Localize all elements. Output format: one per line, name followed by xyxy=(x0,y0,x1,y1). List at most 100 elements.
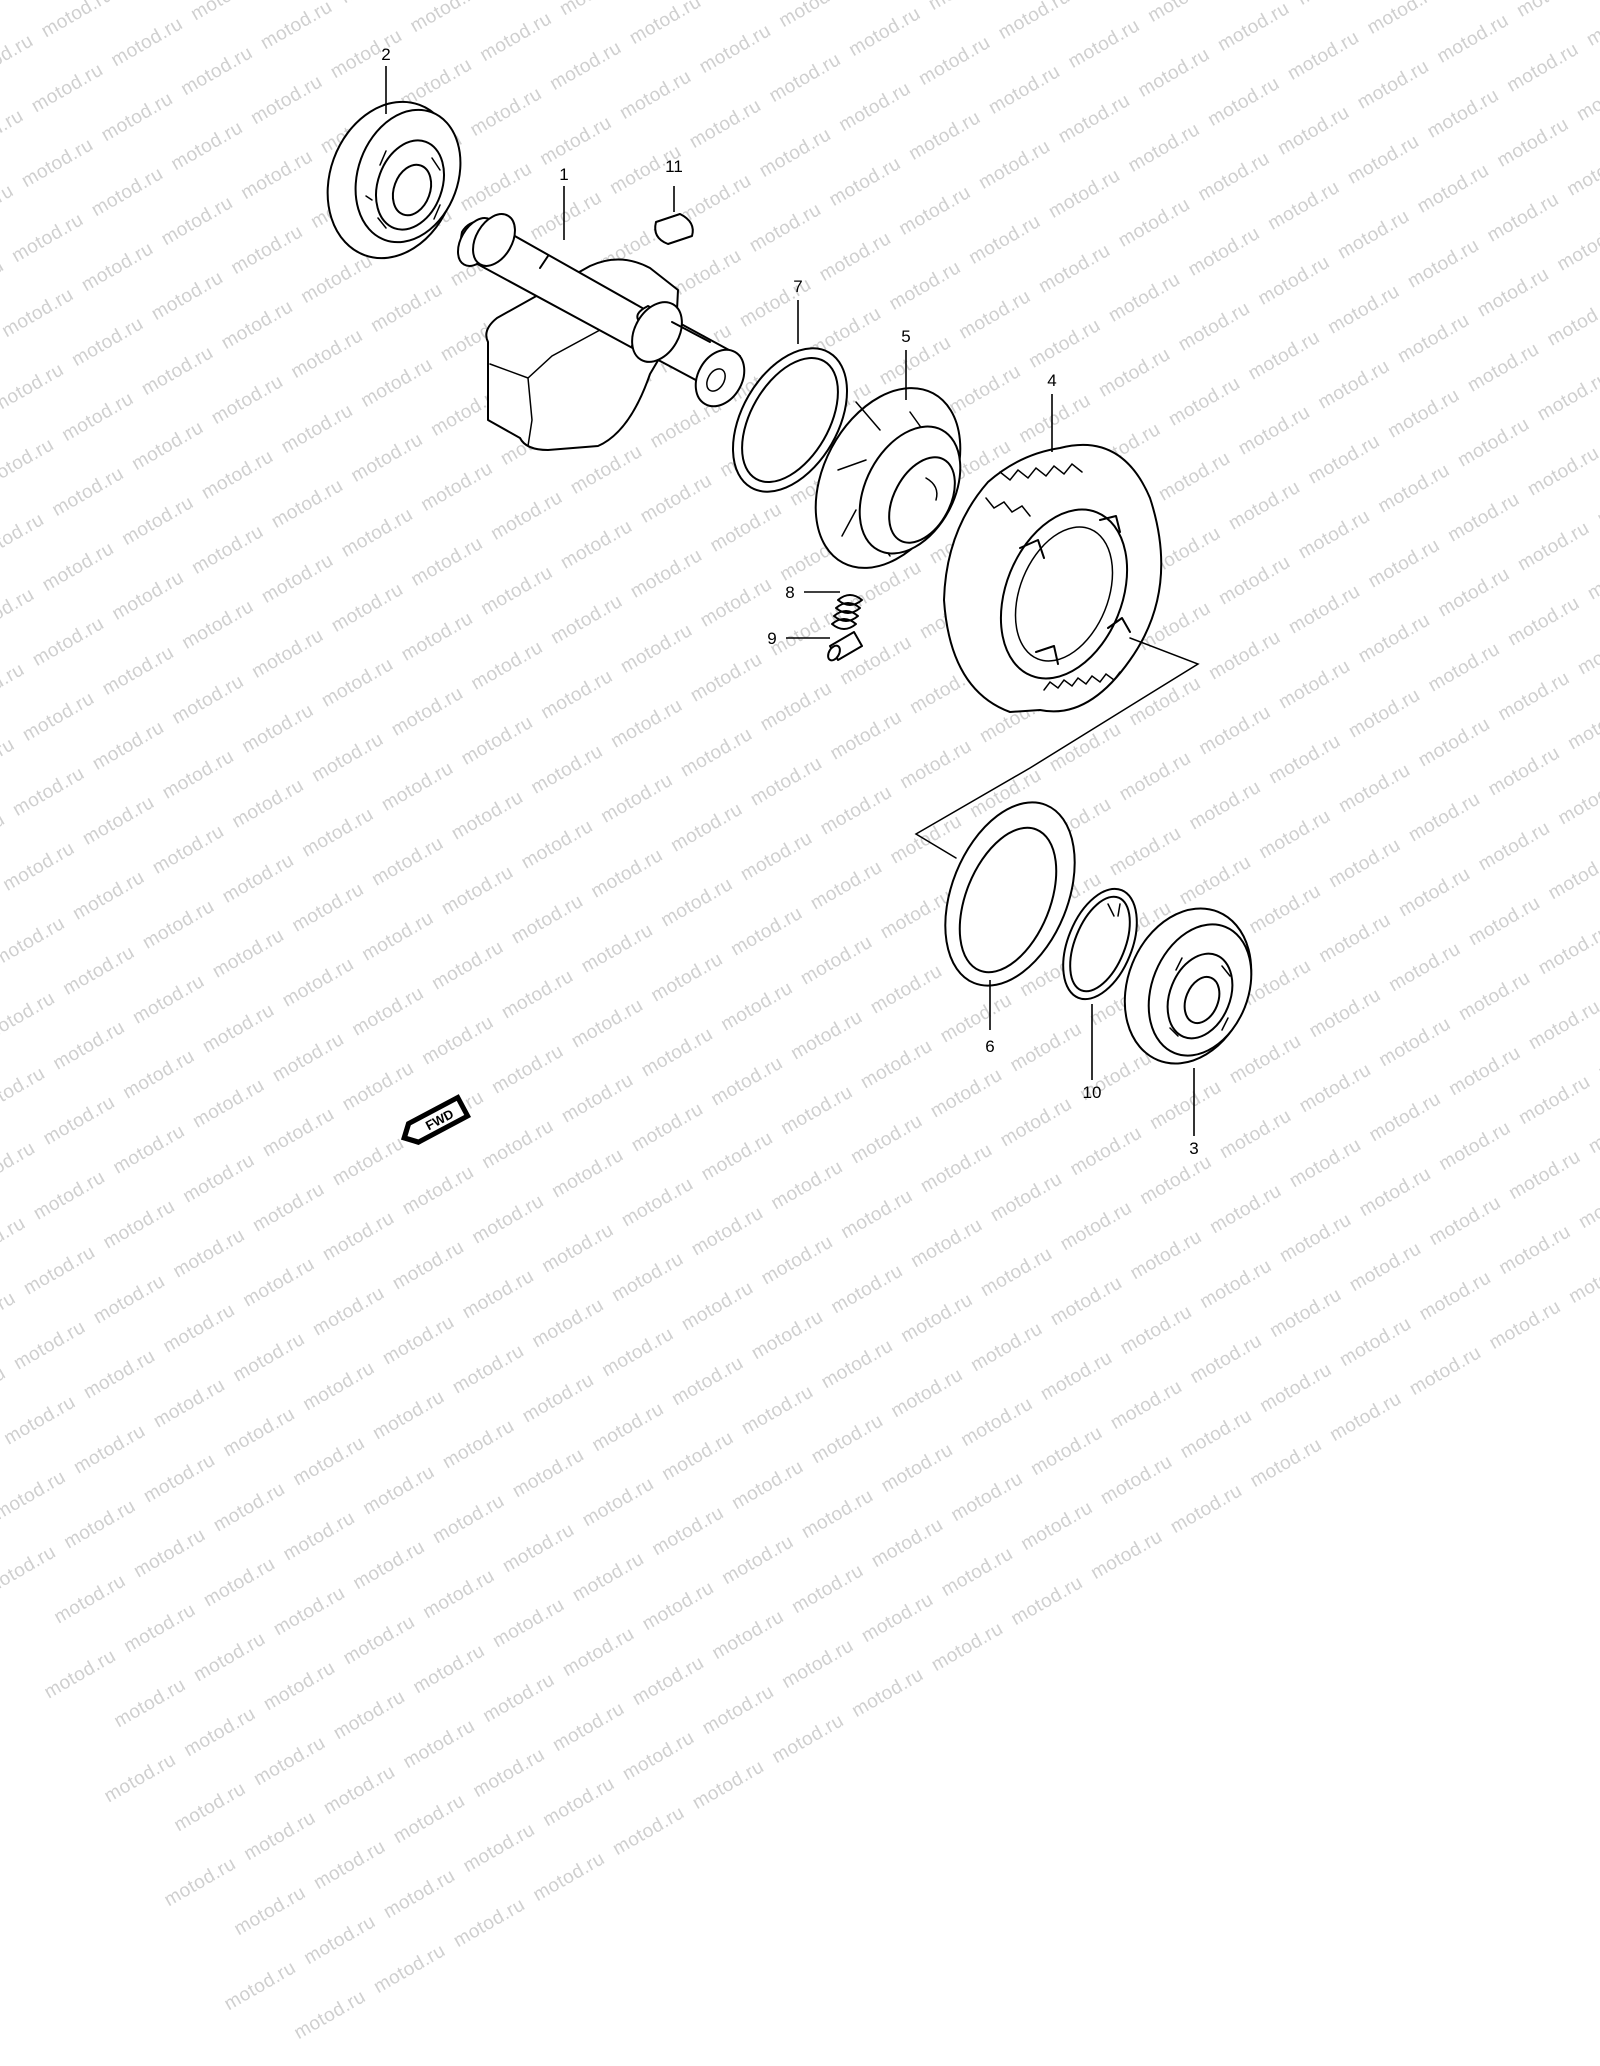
watermark-text: motod.ru xyxy=(100,1196,179,1255)
watermark-text: motod.ru xyxy=(699,1681,778,1740)
watermark-text: motod.ru xyxy=(1257,1359,1336,1418)
watermark-text: motod.ru xyxy=(649,1502,728,1561)
watermark-text: motod.ru xyxy=(320,1761,399,1820)
watermark-text: motod.ru xyxy=(769,1710,848,1769)
watermark-text: motod.ru xyxy=(1107,1376,1186,1435)
watermark-text: motod.ru xyxy=(1097,1451,1176,1510)
callout-4: 4 xyxy=(1047,371,1056,390)
watermark-text: motod.ru xyxy=(748,1306,827,1365)
watermark-text: motod.ru xyxy=(848,1664,927,1723)
watermark-text: motod.ru xyxy=(778,1635,857,1694)
pin[interactable] xyxy=(826,632,862,662)
callout-8: 8 xyxy=(785,583,794,602)
watermark-text: motod.ru xyxy=(928,1618,1007,1677)
callout-3: 3 xyxy=(1189,1139,1198,1158)
watermark-text: motod.ru xyxy=(51,1571,130,1630)
watermark-text: motod.ru xyxy=(1276,1209,1355,1268)
watermark-text: motod.ru xyxy=(460,1819,539,1878)
watermark-text: motod.ru xyxy=(579,1473,658,1532)
watermark-text: motod.ru xyxy=(530,1848,609,1907)
watermark-text: motod.ru xyxy=(70,1421,149,1480)
watermark-text: motod.ru xyxy=(1177,1405,1256,1464)
watermark-text: motod.ru xyxy=(20,1242,99,1301)
watermark-text: motod.ru xyxy=(220,1404,299,1463)
watermark-text: motod.ru xyxy=(0,1213,30,1272)
watermark-text: motod.ru xyxy=(1087,1526,1166,1585)
watermark-text: motod.ru xyxy=(200,1553,279,1612)
callout-7: 7 xyxy=(793,277,802,296)
watermark-text: motod.ru xyxy=(569,1548,648,1607)
watermark-text: motod.ru xyxy=(1426,1192,1505,1251)
watermark-text: motod.ru xyxy=(230,1329,309,1388)
callout-9: 9 xyxy=(767,629,776,648)
watermark-text: motod.ru xyxy=(1496,1221,1575,1280)
watermark-text: motod.ru xyxy=(738,1381,817,1440)
watermark-text: motod.ru xyxy=(310,1836,389,1895)
watermark-text: motod.ru xyxy=(280,1507,359,1566)
watermark-text: motod.ru xyxy=(1247,1434,1326,1493)
watermark-text: motod.ru xyxy=(429,1490,508,1549)
watermark-text: motod.ru xyxy=(907,1214,986,1273)
spring[interactable] xyxy=(832,595,862,629)
watermark-text: motod.ru xyxy=(210,1479,289,1538)
watermark-text: motod.ru xyxy=(270,1582,349,1641)
watermark-text: motod.ru xyxy=(161,1853,240,1912)
watermark-text: motod.ru xyxy=(529,1295,608,1354)
watermark-text: motod.ru xyxy=(400,1715,479,1774)
balancer-shaft[interactable] xyxy=(450,207,754,450)
watermark-text: motod.ru xyxy=(538,1220,617,1279)
watermark-text: motod.ru xyxy=(101,1749,180,1808)
watermark-text: motod.ru xyxy=(140,1450,219,1509)
watermark-text: motod.ru xyxy=(291,1986,370,2045)
watermark-text: motod.ru xyxy=(709,1606,788,1665)
watermark-text: motod.ru xyxy=(1486,1296,1565,1355)
watermark-text: motod.ru xyxy=(190,1628,269,1687)
watermark-text: motod.ru xyxy=(598,1323,677,1382)
watermark-text: motod.ru xyxy=(0,1467,70,1526)
watermark-text: motod.ru xyxy=(1326,1388,1405,1447)
watermark-text: motod.ru xyxy=(41,1645,120,1704)
watermark-text: motod.ru xyxy=(1266,1284,1345,1343)
watermark-text: motod.ru xyxy=(668,1352,747,1411)
watermark-text: motod.ru xyxy=(658,1427,737,1486)
watermark-text: motod.ru xyxy=(319,1208,398,1267)
watermark-text: motod.ru xyxy=(1565,1250,1600,1309)
watermark-text: motod.ru xyxy=(479,1669,558,1728)
watermark-text: motod.ru xyxy=(350,1536,429,1595)
watermark-text: motod.ru xyxy=(0,1392,79,1451)
bearing-top[interactable] xyxy=(306,84,478,277)
watermark-text: motod.ru xyxy=(290,1433,369,1492)
watermark-text: motod.ru xyxy=(1037,1347,1116,1406)
watermark-text: motod.ru xyxy=(130,1525,209,1584)
watermark-text: motod.ru xyxy=(639,1577,718,1636)
watermark-text: motod.ru xyxy=(170,1225,249,1284)
watermark-text: motod.ru xyxy=(619,1727,698,1786)
watermark-text: motod.ru xyxy=(120,1599,199,1658)
watermark-text: motod.ru xyxy=(898,1289,977,1348)
watermark-text: motod.ru xyxy=(678,1277,757,1336)
watermark-text: motod.ru xyxy=(369,1387,448,1446)
watermark-text: motod.ru xyxy=(1416,1267,1495,1326)
watermark-text: motod.ru xyxy=(888,1364,967,1423)
watermark-text: motod.ru xyxy=(389,1237,468,1296)
woodruff-key[interactable] xyxy=(655,214,693,244)
watermark-text: motod.ru xyxy=(240,1807,319,1866)
callout-1: 1 xyxy=(559,165,568,184)
callout-2: 2 xyxy=(381,45,390,64)
watermark-text: motod.ru xyxy=(728,1456,807,1515)
watermark-text: motod.ru xyxy=(340,1611,419,1670)
watermark-text: motod.ru xyxy=(0,1542,60,1601)
watermark-text: motod.ru xyxy=(589,1398,668,1457)
watermark-text: motod.ru xyxy=(609,1802,688,1861)
watermark-text: motod.ru xyxy=(808,1410,887,1469)
watermark-text: motod.ru xyxy=(111,1674,190,1733)
driven-gear[interactable] xyxy=(944,445,1161,712)
watermark-text: motod.ru xyxy=(608,1249,687,1308)
watermark-text: motod.ru xyxy=(718,1531,797,1590)
watermark-text: motod.ru xyxy=(160,1300,239,1359)
watermark-text: motod.ru xyxy=(1047,1272,1126,1331)
watermark-text: motod.ru xyxy=(470,1744,549,1803)
watermark-text: motod.ru xyxy=(410,1640,489,1699)
watermark-text: motod.ru xyxy=(828,1260,907,1319)
watermark-text: motod.ru xyxy=(1187,1330,1266,1389)
